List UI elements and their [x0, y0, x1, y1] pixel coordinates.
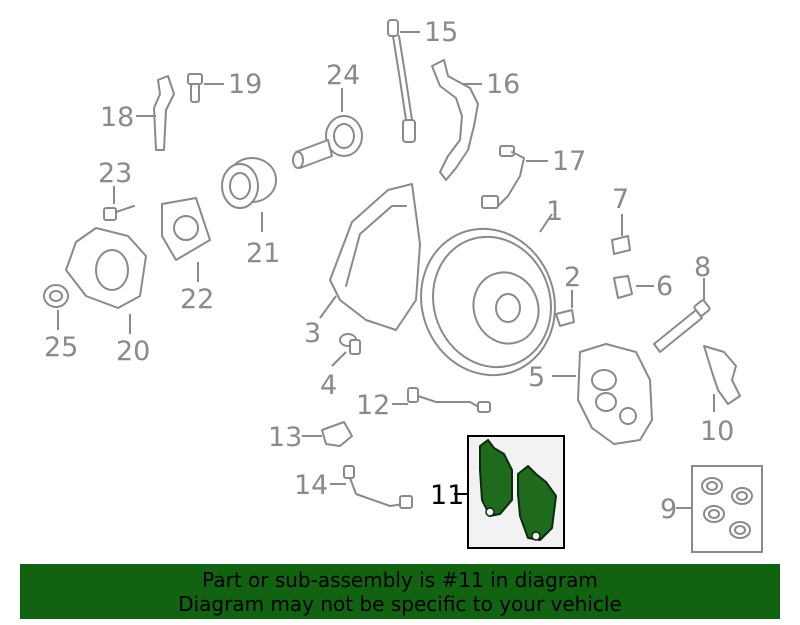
callout-24: 24 — [326, 60, 360, 91]
part-8-caliper-bolt: 8 — [653, 252, 711, 353]
part-2-bolt: 2 — [555, 262, 581, 327]
part-12-wear-sensor: 12 — [356, 387, 491, 421]
banner-line-1: Part or sub-assembly is #11 in diagram — [202, 567, 598, 592]
callout-23: 23 — [98, 158, 132, 189]
callout-22: 22 — [180, 284, 214, 315]
callout-20: 20 — [116, 336, 150, 367]
part-7-cap: 7 — [611, 184, 631, 255]
callout-9: 9 — [660, 494, 677, 525]
part-23-bolt: 23 — [98, 158, 135, 221]
part-14-hose: 14 — [294, 465, 413, 509]
part-19-bolt: 19 — [187, 69, 262, 103]
info-banner: Part or sub-assembly is #11 in diagram D… — [20, 564, 780, 619]
banner-line-2: Diagram may not be specific to your vehi… — [178, 591, 622, 616]
callout-4: 4 — [320, 370, 337, 401]
brake-assembly-diagram: 15 16 17 18 19 24 23 — [43, 17, 763, 553]
part-17-wear-sensor: 17 — [481, 145, 586, 209]
callout-8: 8 — [694, 252, 711, 283]
callout-11: 11 — [430, 480, 464, 511]
callout-21: 21 — [246, 238, 280, 269]
part-18-abs-sensor: 18 — [100, 75, 175, 151]
callout-15: 15 — [424, 17, 458, 48]
callout-13: 13 — [268, 422, 302, 453]
callout-17: 17 — [552, 146, 586, 177]
callout-3: 3 — [304, 318, 321, 349]
callout-18: 18 — [100, 102, 134, 133]
callout-25: 25 — [44, 332, 78, 363]
callout-6: 6 — [656, 271, 673, 302]
callout-1: 1 — [546, 196, 563, 227]
part-16-bracket: 16 — [431, 59, 520, 181]
callout-2: 2 — [564, 262, 581, 293]
part-25-nut: 25 — [43, 284, 78, 363]
part-11-brake-pads: 11 — [430, 435, 565, 549]
callout-19: 19 — [228, 69, 262, 100]
callout-14: 14 — [294, 470, 328, 501]
part-22-gasket: 22 — [161, 197, 214, 315]
part-5-caliper: 5 — [528, 343, 653, 445]
callout-5: 5 — [528, 362, 545, 393]
callout-7: 7 — [612, 184, 629, 215]
part-13-clip: 13 — [268, 421, 353, 453]
part-1-brake-rotor: 1 — [420, 196, 563, 377]
part-15-brake-hose: 15 — [387, 17, 458, 143]
part-20-flange: 20 — [65, 227, 150, 367]
callout-10: 10 — [700, 416, 734, 447]
part-21-wheel-bearing: 21 — [221, 157, 280, 269]
part-3-dust-shield: 3 — [304, 183, 421, 349]
callout-12: 12 — [356, 390, 390, 421]
part-10-spring: 10 — [700, 345, 741, 447]
part-4-bolt: 4 — [320, 333, 361, 401]
part-24-hub: 24 — [292, 60, 363, 169]
callout-16: 16 — [486, 69, 520, 100]
part-9-seal-kit: 9 — [660, 465, 763, 553]
part-6-clip: 6 — [613, 271, 673, 302]
